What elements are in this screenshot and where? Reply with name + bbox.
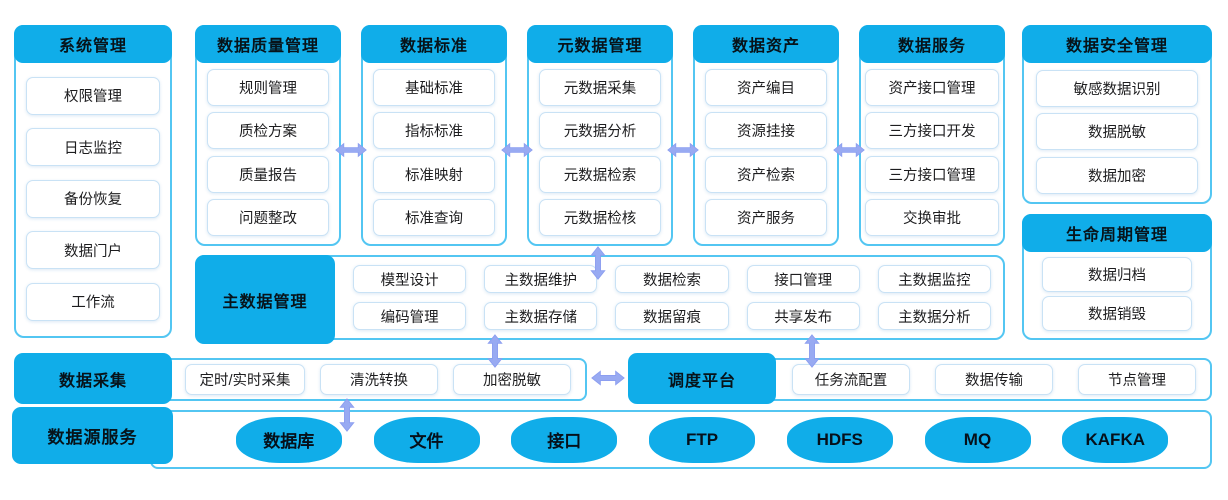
module-item: 数据销毁 <box>1042 296 1192 332</box>
scheduling-items: 任务流配置 数据传输 节点管理 <box>642 360 1210 399</box>
module-item: 模型设计 <box>353 265 467 293</box>
module-item: 基础标准 <box>373 69 495 107</box>
data-collection-items: 定时/实时采集 清洗转换 加密脱敏 <box>149 360 585 399</box>
panel-data-asset-header: 数据资产 <box>693 25 839 63</box>
module-item: 共享发布 <box>746 302 860 330</box>
master-data-title-block: 主数据管理 <box>195 255 335 344</box>
module-item: 数据加密 <box>1036 156 1198 194</box>
module-item: 日志监控 <box>26 128 160 166</box>
module-item: 主数据存储 <box>484 302 598 330</box>
double-arrow-vertical-icon <box>803 334 821 368</box>
module-item: 元数据检索 <box>539 155 661 193</box>
double-arrow-vertical-icon <box>589 246 607 280</box>
module-item: 三方接口管理 <box>865 155 999 193</box>
data-quality-items: 规则管理 质检方案 质量报告 问题整改 <box>197 63 339 242</box>
module-item: 数据留痕 <box>615 302 729 330</box>
interface-cylinder: 接口 <box>511 416 618 463</box>
master-data-items: 模型设计 主数据维护 数据检索 接口管理 主数据监控 编码管理 主数据存储 数据… <box>353 265 991 330</box>
datasource-items: 数据库 文件 接口 FTP HDFS MQ KAFKA <box>152 412 1210 467</box>
hdfs-cylinder: HDFS <box>786 416 893 463</box>
module-item: 质检方案 <box>207 112 329 150</box>
lifecycle-items: 数据归档 数据销毁 <box>1024 252 1210 336</box>
module-item: 资产编目 <box>705 69 827 107</box>
panel-data-security-header: 数据安全管理 <box>1022 25 1212 63</box>
panel-datasource-services: 数据库 文件 接口 FTP HDFS MQ KAFKA <box>150 410 1212 469</box>
module-item: 标准查询 <box>373 198 495 236</box>
module-item: 问题整改 <box>207 198 329 236</box>
module-item: 任务流配置 <box>792 364 910 395</box>
module-item: 质量报告 <box>207 155 329 193</box>
module-item: 资源挂接 <box>705 112 827 150</box>
data-security-items: 敏感数据识别 数据脱敏 数据加密 <box>1024 63 1210 200</box>
module-item: 接口管理 <box>746 265 860 293</box>
panel-data-service-header: 数据服务 <box>859 25 1005 63</box>
module-item: 工作流 <box>26 282 160 321</box>
module-item: 资产接口管理 <box>865 69 999 107</box>
double-arrow-horizontal-icon <box>335 141 367 159</box>
double-arrow-horizontal-icon <box>501 141 533 159</box>
file-cylinder: 文件 <box>373 416 480 463</box>
panel-system-management-header: 系统管理 <box>14 25 172 63</box>
module-item: 数据归档 <box>1042 256 1192 292</box>
panel-data-standard-header: 数据标准 <box>361 25 507 63</box>
panel-data-quality: 数据质量管理 规则管理 质检方案 质量报告 问题整改 <box>195 25 341 246</box>
double-arrow-horizontal-icon <box>591 369 625 387</box>
database-cylinder: 数据库 <box>235 416 342 463</box>
panel-metadata-management-header: 元数据管理 <box>527 25 673 63</box>
module-item: 主数据分析 <box>877 302 991 330</box>
module-item: 数据脱敏 <box>1036 113 1198 150</box>
module-item: 敏感数据识别 <box>1036 69 1198 107</box>
panel-data-standard: 数据标准 基础标准 指标标准 标准映射 标准查询 <box>361 25 507 246</box>
module-item: 主数据维护 <box>484 265 598 293</box>
module-item: 备份恢复 <box>26 179 160 218</box>
kafka-cylinder: KAFKA <box>1062 416 1169 463</box>
module-item: 资产服务 <box>705 198 827 236</box>
module-item: 元数据分析 <box>539 112 661 150</box>
module-item: 元数据采集 <box>539 69 661 107</box>
module-item: 元数据检核 <box>539 198 661 236</box>
double-arrow-horizontal-icon <box>833 141 865 159</box>
module-item: 交换审批 <box>865 198 999 236</box>
panel-data-asset: 数据资产 资产编目 资源挂接 资产检索 资产服务 <box>693 25 839 246</box>
data-service-items: 资产接口管理 三方接口开发 三方接口管理 交换审批 <box>861 63 1003 242</box>
module-item: 数据检索 <box>615 265 729 293</box>
metadata-items: 元数据采集 元数据分析 元数据检索 元数据检核 <box>529 63 671 242</box>
module-item: 三方接口开发 <box>865 112 999 150</box>
panel-data-service: 数据服务 资产接口管理 三方接口开发 三方接口管理 交换审批 <box>859 25 1005 246</box>
module-item: 指标标准 <box>373 112 495 150</box>
panel-lifecycle-management: 生命周期管理 数据归档 数据销毁 <box>1022 214 1212 340</box>
double-arrow-vertical-icon <box>486 334 504 368</box>
scheduling-platform-title-block: 调度平台 <box>628 353 776 404</box>
module-item: 资产检索 <box>705 155 827 193</box>
module-item: 数据传输 <box>935 364 1053 395</box>
module-item: 清洗转换 <box>320 364 438 395</box>
system-items: 权限管理 日志监控 备份恢复 数据门户 工作流 <box>16 63 170 334</box>
module-item: 加密脱敏 <box>453 364 571 395</box>
module-item: 权限管理 <box>26 76 160 115</box>
data-standard-items: 基础标准 指标标准 标准映射 标准查询 <box>363 63 505 242</box>
data-asset-items: 资产编目 资源挂接 资产检索 资产服务 <box>695 63 837 242</box>
module-item: 数据门户 <box>26 231 160 269</box>
panel-system-management: 系统管理 权限管理 日志监控 备份恢复 数据门户 工作流 <box>14 25 172 338</box>
module-item: 规则管理 <box>207 69 329 107</box>
datasource-services-title-block: 数据源服务 <box>12 407 173 464</box>
module-item: 标准映射 <box>373 155 495 193</box>
module-item: 编码管理 <box>353 302 467 330</box>
panel-data-quality-header: 数据质量管理 <box>195 25 341 63</box>
double-arrow-horizontal-icon <box>667 141 699 159</box>
mq-cylinder: MQ <box>924 416 1031 463</box>
panel-lifecycle-management-header: 生命周期管理 <box>1022 214 1212 252</box>
module-item: 主数据监控 <box>877 265 991 293</box>
data-collection-title-block: 数据采集 <box>14 353 172 404</box>
panel-metadata-management: 元数据管理 元数据采集 元数据分析 元数据检索 元数据检核 <box>527 25 673 246</box>
panel-data-security: 数据安全管理 敏感数据识别 数据脱敏 数据加密 <box>1022 25 1212 204</box>
panel-data-collection: 定时/实时采集 清洗转换 加密脱敏 <box>147 358 587 401</box>
double-arrow-vertical-icon <box>338 398 356 432</box>
module-item: 定时/实时采集 <box>185 364 305 395</box>
ftp-cylinder: FTP <box>649 416 755 463</box>
module-item: 节点管理 <box>1078 364 1196 395</box>
